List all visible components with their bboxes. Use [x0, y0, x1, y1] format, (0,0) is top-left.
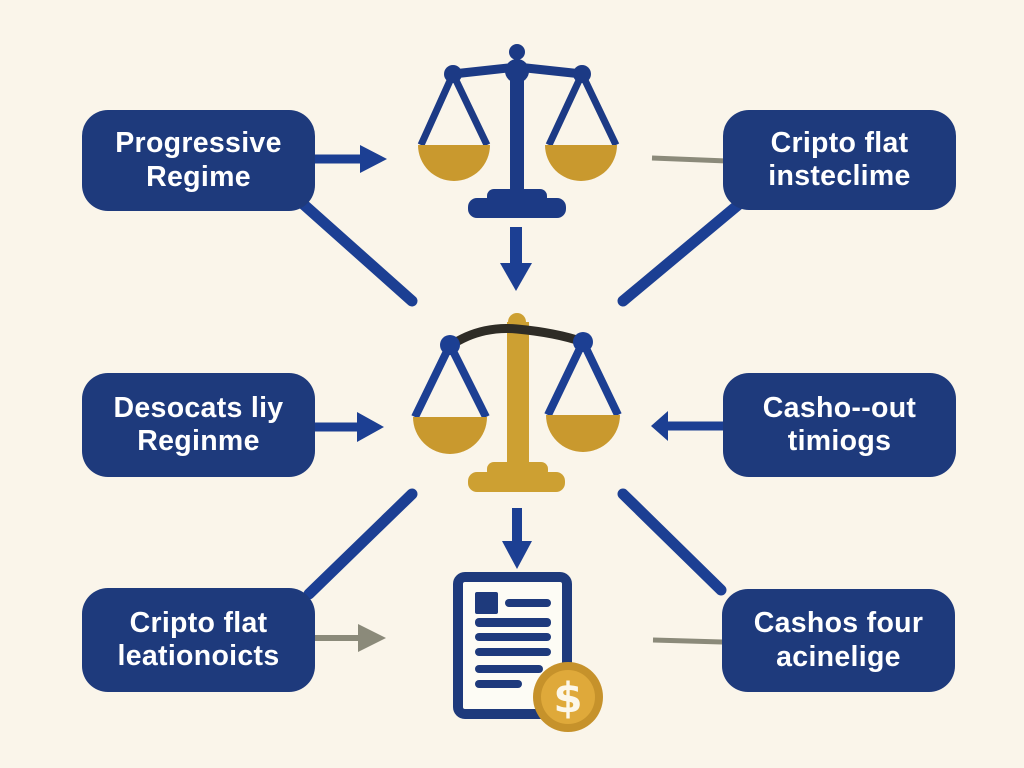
line-top-scale-to-top-right: [651, 155, 728, 164]
arrow-middle-right-to-middle-scale: [651, 411, 727, 441]
node-label-line: Casho--out: [762, 391, 917, 424]
node-cripto-flat-leationoicts: Cripto flat leationoicts: [82, 588, 315, 692]
diagonal-bottom-right-to-middle-scale: [617, 488, 727, 596]
balance-scale-tilted-icon: [411, 313, 622, 492]
balance-scale-balanced-icon: [417, 44, 620, 218]
node-casho-out-timiogs: Casho--out timiogs: [723, 373, 956, 477]
arrow-top-left-to-top-scale: [314, 145, 387, 173]
arrow-middle-scale-to-document: [502, 508, 532, 569]
node-label-line: timiogs: [787, 425, 892, 457]
tilted-beam: [445, 323, 588, 351]
node-cashos-four-acinelige: Cashos four acinelige: [722, 589, 955, 692]
node-label-line: Reginme: [137, 425, 260, 457]
node-label-line: Regime: [146, 160, 251, 193]
node-label-line: Desocats liy: [113, 391, 284, 424]
diagonal-top-left-to-middle-scale: [296, 197, 418, 307]
node-cripto-flat-insteclime: Cripto flat insteclime: [723, 110, 956, 210]
node-desocats-liy-reginme: Desocats liy Reginme: [82, 373, 315, 477]
node-label-line: Cashos four: [753, 607, 924, 640]
node-label-line: Cripto flat: [770, 126, 909, 159]
arrow-bottom-left-gray: [314, 624, 386, 652]
node-progressive-regime: Progressive Regime: [82, 110, 315, 211]
node-label-line: acinelige: [776, 640, 901, 673]
diagonal-bottom-left-to-middle-scale: [303, 488, 418, 600]
node-label-line: Progressive: [115, 127, 282, 160]
dollar-coin-icon: $: [533, 662, 603, 732]
node-label-line: Cripto flat: [129, 606, 268, 639]
node-label-line: insteclime: [768, 160, 911, 192]
line-document-to-bottom-right: [652, 637, 723, 645]
arrow-top-scale-to-middle-scale: [500, 227, 532, 291]
node-label-line: leationoicts: [117, 640, 280, 672]
tax-document-icon: $: [453, 572, 603, 732]
dollar-sign: $: [553, 674, 582, 723]
diagonal-top-right-to-middle-scale: [617, 199, 744, 307]
arrow-middle-left-to-middle-scale: [314, 412, 384, 442]
